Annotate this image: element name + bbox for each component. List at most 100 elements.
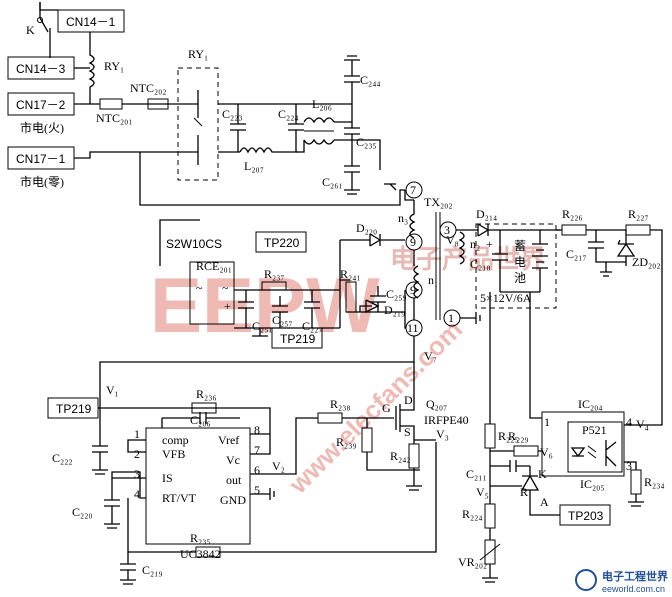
capacitor-c222: C₂₂₂ xyxy=(52,420,108,475)
c261-label: C₂₆₁ xyxy=(322,175,343,189)
pin-1-label: 1 xyxy=(448,311,454,325)
mosfet-g: G xyxy=(382,401,391,415)
resistor-r236: R₂₃₆ xyxy=(191,387,217,414)
pin6: 6 xyxy=(254,463,260,477)
capacitor-c220: C₂₂₀ xyxy=(72,478,120,529)
r237-label: R₂₃₇ xyxy=(264,267,285,281)
shunt-regulator: K R A xyxy=(520,466,549,509)
optocoupler-ic205: IC₂₀₄ IC₂₀₅ P521 1 4 3 xyxy=(541,397,632,491)
switch-k-label: K xyxy=(26,23,35,37)
testpoint-tp203: TP203 xyxy=(559,504,611,526)
resistor-r224: R₂₂₄ xyxy=(462,503,496,529)
c251-label: C₂₅₁ xyxy=(252,319,273,333)
connector-cn14-3: CN14－3 xyxy=(7,56,75,80)
uc3842-is: IS xyxy=(162,471,173,485)
mains-live-label: 市电(火) xyxy=(20,120,64,135)
capacitor-c261: C₂₆₁ xyxy=(322,140,360,195)
zener-zd202: ZD₂₀₂ xyxy=(616,230,661,269)
cn17-2-label: CN17－2 xyxy=(16,98,66,112)
tp219-left-label: TP219 xyxy=(56,402,92,416)
inductor-l206: L₂₀₆ xyxy=(303,97,335,145)
q207-label: Q₂₀₇ xyxy=(426,397,447,411)
uc3842-label: UC3842 xyxy=(180,547,221,561)
bridge-rectifier-s2w10cs: S2W10CS RCE₂₀₁ ~ ~ + xyxy=(166,237,235,325)
r239-label: R₂₃₉ xyxy=(336,435,357,449)
opto-pin4: 4 xyxy=(626,415,632,429)
pin7: 7 xyxy=(254,443,260,457)
resistor-r227: R₂₂₇ xyxy=(625,207,651,236)
irfpe40-label: IRFPE40 xyxy=(424,413,469,427)
battery-l2: 电 xyxy=(514,255,526,269)
c227-label: C₂₂₇ xyxy=(302,319,323,333)
capacitor-c211: C₂₁₁ xyxy=(466,460,530,481)
uc3842-vfb: VFB xyxy=(162,447,185,461)
footer-logo-icon xyxy=(575,569,597,591)
tp220-label: TP220 xyxy=(264,236,300,250)
bridge-ac2: ~ xyxy=(222,281,229,295)
capacitor-c218: C₂₁₈ + xyxy=(470,230,508,292)
r241-label: R₂₄₁ xyxy=(340,267,361,281)
pin8: 8 xyxy=(254,423,260,437)
uc3842-vref: Vref xyxy=(218,433,239,447)
c218-plus: + xyxy=(486,237,493,251)
capacitor-c206: C₂₀₆ xyxy=(162,412,240,427)
c235-label: C₂₃₅ xyxy=(356,135,377,149)
resistor-r242: R₂₄₂ xyxy=(390,443,420,469)
l207-label: L₂₀₇ xyxy=(244,159,264,173)
zd202-label: ZD₂₀₂ xyxy=(632,255,661,269)
cn17-1-label: CN17－1 xyxy=(16,152,66,166)
pin-9-top: 9 xyxy=(405,233,423,251)
mosfet-q207: Q₂₀₇ IRFPE40 D G S xyxy=(380,362,469,440)
r236-label: R₂₃₆ xyxy=(196,387,217,401)
c206-label: C₂₀₆ xyxy=(190,413,211,427)
potentiometer-vr202: VR₂₀₂ xyxy=(458,539,501,569)
ntc202-label: NTC₂₀₂ xyxy=(130,81,167,95)
r224-label: R₂₂₄ xyxy=(462,507,483,521)
capacitor-c259: C₂₅₉ xyxy=(370,286,407,312)
bridge-ac1: ~ xyxy=(196,281,203,295)
capacitor-c244: C₂₄₄ xyxy=(344,55,381,104)
pin5: 5 xyxy=(254,483,260,497)
v4-label: V₄ xyxy=(636,417,649,431)
c223-label: C₂₂₃ xyxy=(222,107,243,121)
testpoint-tp219-left: TP219 xyxy=(47,397,99,419)
l206-label: L₂₀₆ xyxy=(312,97,332,111)
watermark-cn: 电子产品世界 xyxy=(390,244,546,274)
mains-neutral-label: 市电(零) xyxy=(20,174,64,189)
c222-label: C₂₂₂ xyxy=(52,451,73,465)
ntc202: NTC₂₀₂ xyxy=(130,81,169,110)
pin-11-label: 11 xyxy=(407,321,419,335)
pin-9-top-label: 9 xyxy=(410,235,416,249)
capacitor-c235: C₂₃₅ xyxy=(344,122,377,149)
connector-cn14-1: CN14－1 xyxy=(57,9,125,33)
pin2: 2 xyxy=(134,447,140,461)
mosfet-d: D xyxy=(404,393,413,407)
reg-a: A xyxy=(540,495,549,509)
relay-coil-ry1: RY₁ xyxy=(88,32,124,100)
watermark-logo: EEPW xyxy=(150,261,380,349)
resistor-r226: R₂₂₆ xyxy=(561,207,587,236)
uc3842-rtvt: RT/VT xyxy=(162,491,197,505)
ic204-label: IC₂₀₄ xyxy=(578,397,603,411)
v3-label: V₃ xyxy=(436,427,449,441)
uc3842-out: out xyxy=(226,473,242,487)
r229-label: R₂₂₉ xyxy=(508,429,529,443)
d220-label: D₂₂₀ xyxy=(356,221,377,235)
mosfet-s: S xyxy=(404,425,411,439)
v7-label: V₇ xyxy=(424,349,437,363)
connector-cn17-2: CN17－2 xyxy=(7,92,75,116)
capacitor-c217: C₂₁₇ xyxy=(566,230,626,263)
connector-cn17-1: CN17－1 xyxy=(7,146,75,170)
footer-logo-url: eeworld.com.cn xyxy=(602,584,665,594)
v6-label: V₆ xyxy=(540,445,553,459)
diode-d214: D₂₁₄ xyxy=(456,207,560,237)
c211-label: C₂₁₁ xyxy=(466,467,487,481)
battery: 蓄 电 池 5×12V/6A xyxy=(480,230,548,305)
battery-rating: 5×12V/6A xyxy=(480,291,532,305)
c224-label: C₂₂₄ xyxy=(278,107,299,121)
ry1-coil-label: RY₁ xyxy=(104,59,124,73)
rce201-label: RCE₂₀₁ xyxy=(196,259,232,273)
c217-label: C₂₁₇ xyxy=(566,247,587,261)
